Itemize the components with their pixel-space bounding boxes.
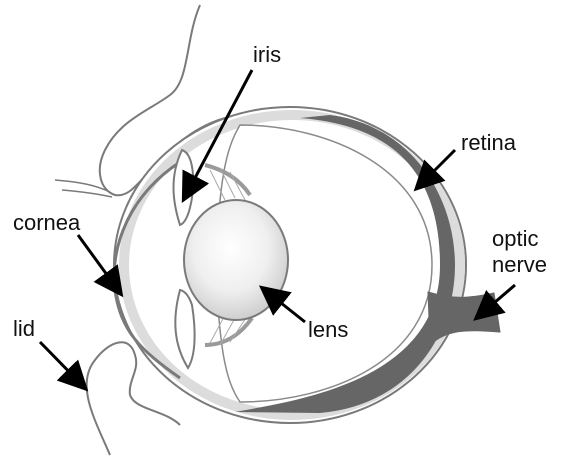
optic-nerve-shape bbox=[428, 292, 500, 345]
lid-pointer bbox=[40, 342, 82, 385]
cornea-pointer bbox=[78, 235, 118, 290]
label-optic-nerve-line2: nerve bbox=[492, 252, 547, 277]
label-lens: lens bbox=[308, 317, 348, 342]
label-retina: retina bbox=[461, 130, 517, 155]
label-lid: lid bbox=[13, 316, 35, 341]
eyelashes bbox=[55, 180, 112, 197]
label-optic-nerve-line1: optic bbox=[492, 226, 538, 251]
label-cornea: cornea bbox=[13, 210, 81, 235]
label-iris: iris bbox=[253, 42, 281, 67]
lens-shape bbox=[184, 200, 288, 320]
